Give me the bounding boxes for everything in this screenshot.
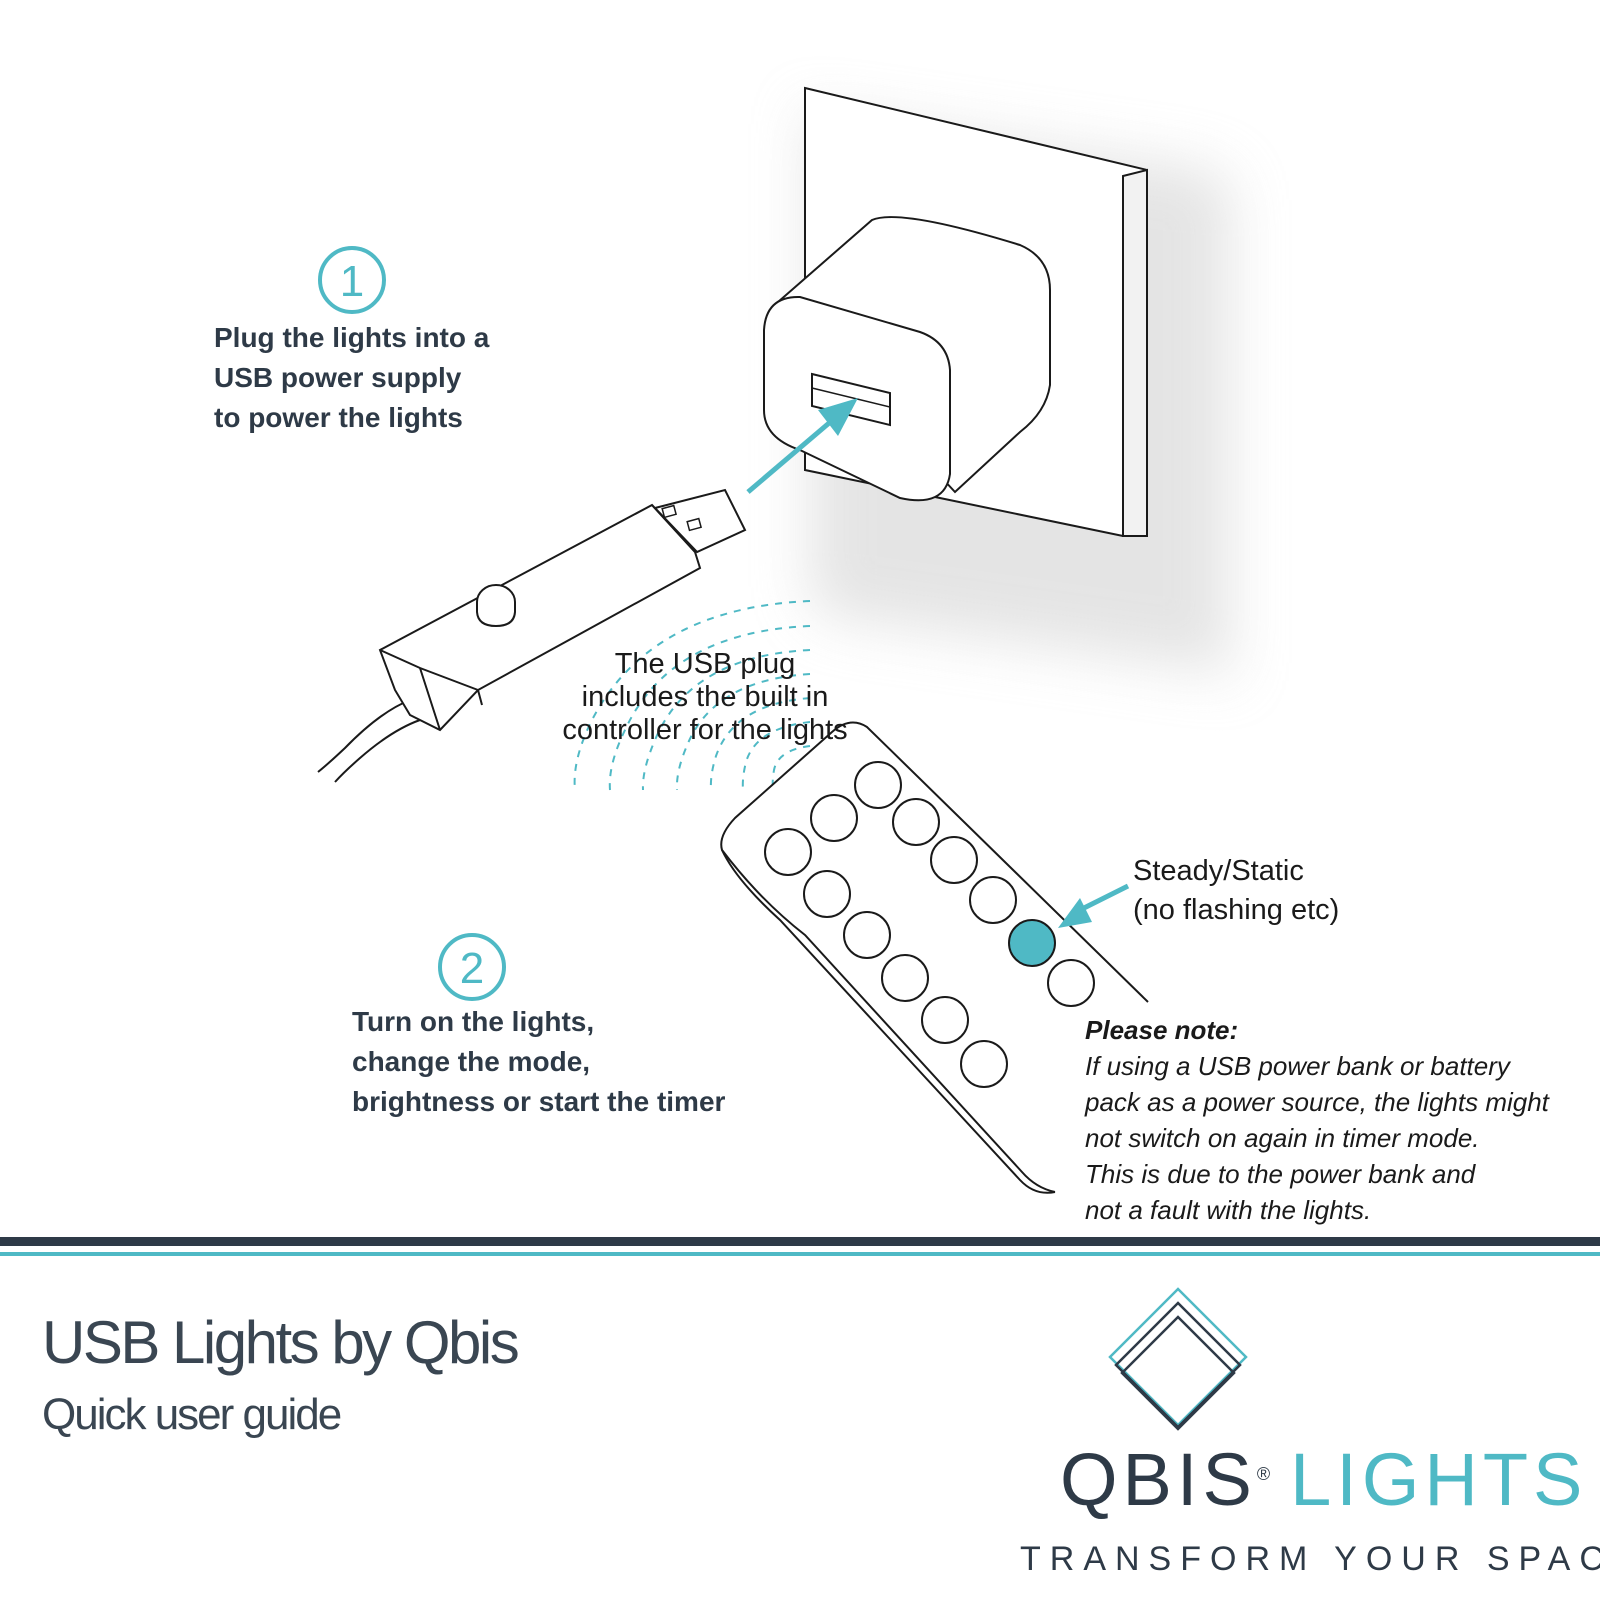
usb-plug-icon: [317, 488, 747, 783]
brand-name: QBIS® LIGHTS: [1060, 1440, 1587, 1520]
steady-static-label: Steady/Static (no flashing etc): [1133, 852, 1339, 930]
steady-label-line-1: Steady/Static: [1133, 855, 1304, 887]
brand-name-qbis: QBIS: [1060, 1438, 1257, 1521]
step-1-text: Plug the lights into a USB power supply …: [214, 318, 489, 438]
footer-divider-dark: [0, 1237, 1600, 1246]
step-1-line-1: Plug the lights into a: [214, 322, 490, 353]
step-2-line-3: brightness or start the timer: [352, 1086, 726, 1117]
plug-label-line-1: The USB plug: [614, 648, 796, 680]
step-1-line-2: USB power supply: [214, 362, 462, 393]
brand-tagline: TRANSFORM YOUR SPACE: [1020, 1540, 1600, 1578]
brand-name-lights: LIGHTS: [1290, 1438, 1588, 1521]
step-2-line-2: change the mode,: [352, 1046, 591, 1077]
static-mode-button: [1008, 919, 1056, 967]
insert-arrow-icon: [746, 398, 858, 494]
note-line-2: pack as a power source, the lights might: [1085, 1087, 1549, 1117]
step-2-badge: 2: [438, 933, 506, 1001]
step-2-number: 2: [460, 944, 484, 993]
steady-arrow-icon: [1058, 883, 1130, 928]
footer-divider-teal: [0, 1252, 1600, 1256]
note-line-4: This is due to the power bank and: [1085, 1159, 1476, 1189]
plug-label-line-2: includes the built in: [581, 681, 829, 713]
step-1-line-3: to power the lights: [214, 402, 463, 433]
note-line-5: not a fault with the lights.: [1085, 1195, 1372, 1225]
guide-title: USB Lights by Qbis: [42, 1309, 520, 1376]
step-2-text: Turn on the lights, change the mode, bri…: [352, 1002, 725, 1122]
note-line-3: not switch on again in timer mode.: [1085, 1123, 1480, 1153]
note-line-1: If using a USB power bank or battery: [1085, 1051, 1510, 1081]
qbis-logo-icon: [1108, 1287, 1248, 1431]
guide-subtitle: Quick user guide: [42, 1390, 342, 1439]
plug-label-line-3: controller for the lights: [562, 714, 848, 746]
please-note: Please note: If using a USB power bank o…: [1085, 1012, 1549, 1228]
usb-setup-diagram: 1 2: [317, 86, 1230, 1194]
step-2-line-1: Turn on the lights,: [352, 1006, 595, 1037]
step-1-number: 1: [340, 257, 364, 306]
registered-mark: ®: [1256, 1464, 1271, 1484]
usb-plug-label: The USB plug includes the built in contr…: [520, 648, 890, 747]
steady-label-line-2: (no flashing etc): [1133, 894, 1340, 926]
step-1-badge: 1: [318, 246, 386, 314]
note-title: Please note:: [1085, 1015, 1239, 1045]
remote-control-icon: [720, 721, 1149, 1194]
usb-adapter-icon: [763, 216, 1051, 502]
